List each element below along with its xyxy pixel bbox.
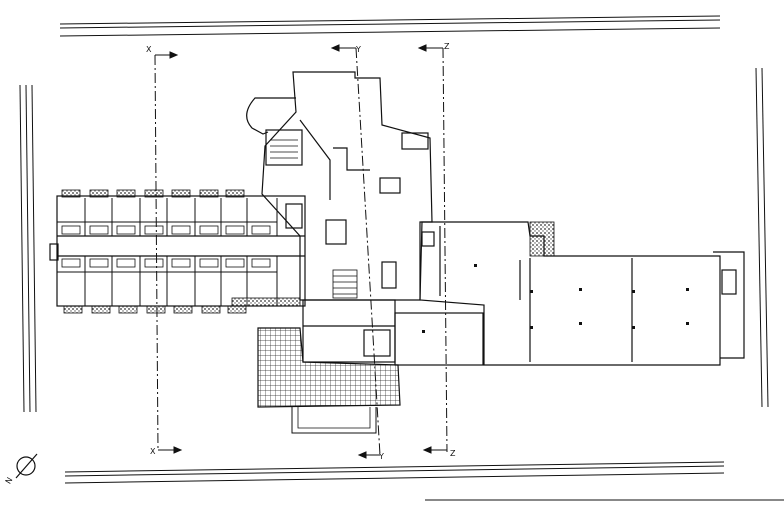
section-y-top-label: Y bbox=[355, 45, 361, 54]
section-x-bottom-label: X bbox=[150, 447, 156, 456]
terrace bbox=[257, 327, 401, 434]
section-x-top-label: X bbox=[146, 45, 152, 54]
stair-icon bbox=[270, 139, 358, 299]
section-z-bottom-label: Z bbox=[450, 449, 456, 458]
hall-columns bbox=[422, 264, 689, 333]
balconies-south bbox=[63, 305, 247, 314]
hall-wing bbox=[381, 221, 745, 366]
section-lines bbox=[154, 47, 448, 456]
section-y-bottom-label: Y bbox=[378, 452, 384, 461]
dormitory-wing bbox=[49, 195, 306, 307]
planter-hatch bbox=[231, 221, 555, 307]
lower-wing bbox=[302, 299, 484, 366]
north-label: N bbox=[4, 476, 15, 486]
central-block bbox=[246, 71, 433, 301]
site-boundary-lines bbox=[19, 15, 784, 501]
north-arrow-icon bbox=[15, 453, 38, 479]
section-arrows bbox=[155, 44, 447, 459]
balconies-north bbox=[61, 189, 245, 198]
section-z-top-label: Z bbox=[444, 42, 450, 51]
